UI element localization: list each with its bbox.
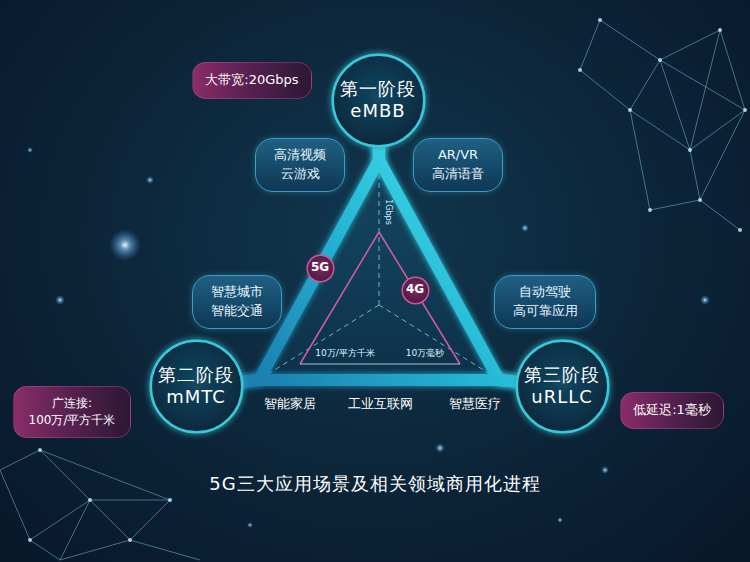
triangle-interior: [259, 160, 499, 380]
network-dots: [28, 18, 747, 542]
stage-circle: 第二阶段mMTC: [149, 339, 244, 434]
stage-text: 第二阶段: [158, 364, 234, 387]
badge-text: 4G: [406, 283, 424, 296]
ring-outline: [516, 340, 608, 432]
metric-text: 广连接: 100万/平方千米: [26, 395, 118, 429]
latency-mark: 10万毫秒: [406, 349, 444, 359]
scenario-pill: AR/VR 高清语音: [413, 138, 503, 192]
scenario-pill: 智慧城市 智能交通: [192, 275, 282, 329]
metric-text: 低延迟:1毫秒: [633, 401, 711, 419]
metric-pill: 广连接: 100万/平方千米: [13, 386, 131, 438]
bokeh-lights: [27, 147, 710, 528]
application-label: 智慧医疗: [449, 397, 501, 411]
scenario-text: 自动驾驶 高可靠应用: [511, 283, 579, 321]
generation-badge: 5G: [306, 254, 335, 283]
stage-text: eMBB: [350, 100, 405, 123]
scenario-pill: 高清视频 云游戏: [255, 138, 345, 192]
network-decoration: [0, 20, 745, 560]
metric-pill: 大带宽:20Gbps: [192, 62, 312, 99]
badge-text: 5G: [311, 261, 329, 274]
metric-text: 大带宽:20Gbps: [205, 71, 298, 89]
figure-caption: 5G三大应用场景及相关领域商用化进程: [209, 474, 540, 494]
stage-text: 第一阶段: [340, 78, 416, 101]
ring-outline: [332, 54, 424, 146]
stage-circle: 第三阶段uRLLC: [515, 339, 610, 434]
scenario-text: AR/VR 高清语音: [430, 146, 486, 184]
stage-text: uRLLC: [531, 386, 593, 409]
scenario-text: 智慧城市 智能交通: [209, 283, 265, 321]
application-label: 工业互联网: [348, 397, 413, 411]
ring-outline: [150, 340, 242, 432]
scenario-text: 高清视频 云游戏: [272, 146, 328, 184]
metric-pill: 低延迟:1毫秒: [620, 392, 724, 429]
density-mark: 10万/平方千米: [315, 349, 374, 359]
ring-outline: [307, 255, 334, 282]
scenario-pill: 自动驾驶 高可靠应用: [494, 275, 596, 329]
bandwidth-mark: 1Gbps: [384, 199, 393, 225]
stage-text: 第三阶段: [524, 364, 600, 387]
triangle-band: [242, 380, 516, 382]
generation-badge: 4G: [401, 276, 430, 305]
stage-circle: 第一阶段eMBB: [331, 53, 426, 148]
stage-text: mMTC: [166, 386, 226, 409]
axis-spokes: [268, 175, 490, 374]
ring-outline: [402, 277, 429, 304]
application-label: 智能家居: [264, 397, 316, 411]
